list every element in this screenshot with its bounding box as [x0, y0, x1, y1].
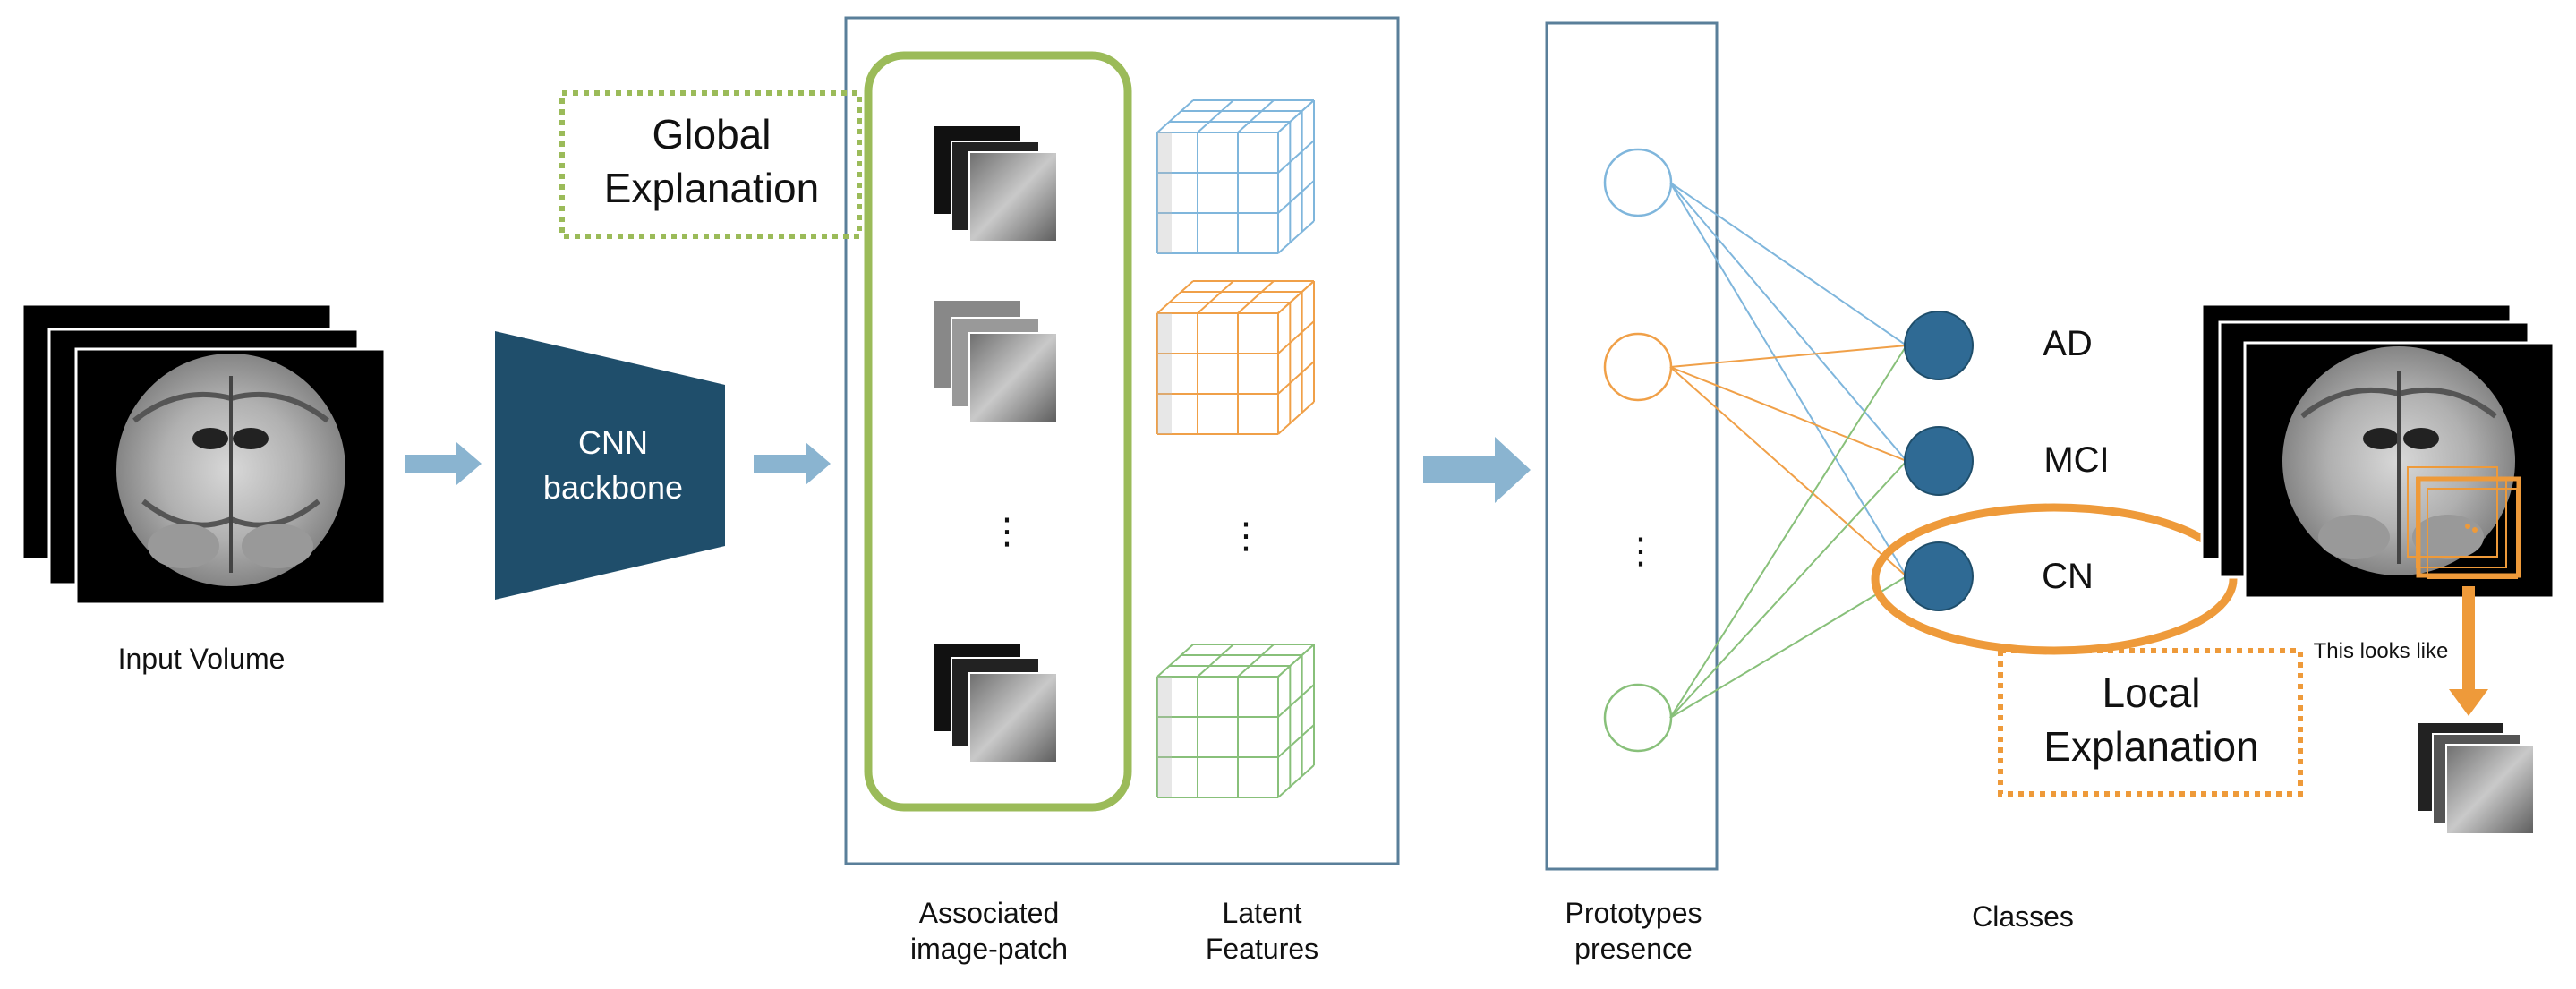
cnn-label-line2: backbone: [542, 469, 684, 506]
associated-line2: image-patch: [909, 933, 1069, 965]
associated-line1: Associated: [918, 897, 1060, 929]
patch-ellipsis: ⋮: [989, 512, 1025, 551]
local-patch-highlight: [2407, 466, 2521, 579]
local-label-line1: Local: [2102, 669, 2201, 716]
arrow-cnn-to-patches: [754, 442, 831, 485]
cube-grid-line: [1237, 280, 1275, 314]
cube-grid-line: [1197, 99, 1234, 133]
class-node-cn: [1904, 541, 1974, 611]
cube-grid-line: [1156, 99, 1194, 133]
image-patch-3: [933, 642, 1058, 763]
classes-label: Classes: [1972, 900, 2074, 933]
cube-grid-line: [1277, 724, 1315, 758]
prototypes-line1: Prototypes: [1565, 897, 1702, 929]
cube-shade: [1157, 313, 1172, 434]
arrow-this-looks-like: [2449, 586, 2488, 716]
local-label-line2: Explanation: [2043, 723, 2259, 770]
prototype-class-connections: [1669, 182, 1907, 719]
prototype-node-1: [1603, 148, 1673, 217]
global-label-line2: Explanation: [603, 165, 820, 211]
local-explanation-label: Local Explanation: [2002, 666, 2300, 773]
associated-patch-label: Associated image-patch: [859, 895, 1119, 967]
cube-shade: [1157, 132, 1172, 253]
latent-line2: Features: [1205, 933, 1319, 965]
cube-grid-line: [1277, 764, 1315, 798]
cube-grid-line: [1277, 401, 1315, 435]
image-patch-2: [933, 299, 1058, 423]
output-volume-stack: [2200, 303, 2555, 600]
brain-image: [116, 354, 345, 586]
cube-grid-line: [1277, 684, 1315, 718]
global-explanation-label: Global Explanation: [564, 107, 859, 215]
prototypes-line2: presence: [1574, 933, 1693, 965]
cnn-label-line1: CNN: [578, 424, 648, 461]
input-volume-label: Input Volume: [117, 643, 286, 675]
cube-grid-line: [1277, 140, 1315, 174]
cnn-backbone-label: CNN backbone: [501, 421, 725, 510]
arrow-input-to-cnn: [405, 442, 482, 485]
prototype-ellipsis: ⋮: [1623, 532, 1659, 571]
cube-grid-line: [1237, 99, 1275, 133]
cube-grid-line: [1237, 644, 1275, 678]
latent-cube-green: [1156, 644, 1315, 798]
cube-grid-line: [1277, 361, 1315, 395]
prototype-node-2: [1603, 332, 1673, 402]
class-label-ad: AD: [2043, 324, 2093, 363]
cube-grid-line: [1197, 644, 1234, 678]
cube-grid-line: [1277, 99, 1315, 133]
prototype-node-3: [1603, 683, 1673, 753]
cube-grid-line: [1156, 280, 1194, 314]
cube-grid-line: [1197, 280, 1234, 314]
image-patch-1: [933, 124, 1058, 243]
cube-grid-line: [1277, 320, 1315, 354]
latent-features-label: Latent Features: [1146, 895, 1378, 967]
feature-box: [844, 16, 1400, 865]
global-label-line1: Global: [652, 111, 772, 158]
global-explanation-box: [559, 90, 862, 239]
latent-ellipsis: ⋮: [1228, 516, 1264, 556]
class-node-mci: [1904, 426, 1974, 496]
cube-grid-line: [1277, 280, 1315, 314]
latent-line1: Latent: [1222, 897, 1302, 929]
cube-grid-line: [1277, 644, 1315, 678]
latent-cube-blue: [1156, 99, 1315, 254]
input-volume-stack: [21, 303, 387, 606]
local-explanation-box: [1998, 648, 2303, 797]
arrow-features-to-prototypes: [1423, 437, 1531, 503]
cube-grid-line: [1277, 180, 1315, 214]
prototypes-box: [1545, 21, 1719, 871]
patch-group-outline: [864, 51, 1132, 812]
prototypes-presence-label: Prototypes presence: [1522, 895, 1745, 967]
cube-grid-line: [1277, 220, 1315, 254]
class-label-cn: CN: [2042, 557, 2094, 596]
latent-cube-orange: [1156, 280, 1315, 435]
cnn-backbone-shape: [495, 331, 725, 600]
matched-prototype-patch: [2416, 721, 2535, 835]
cube-grid-line: [1156, 644, 1194, 678]
cube-shade: [1157, 677, 1172, 797]
class-node-ad: [1904, 311, 1974, 380]
this-looks-like-label: This looks like: [2313, 639, 2449, 663]
class-label-mci: MCI: [2043, 440, 2110, 480]
